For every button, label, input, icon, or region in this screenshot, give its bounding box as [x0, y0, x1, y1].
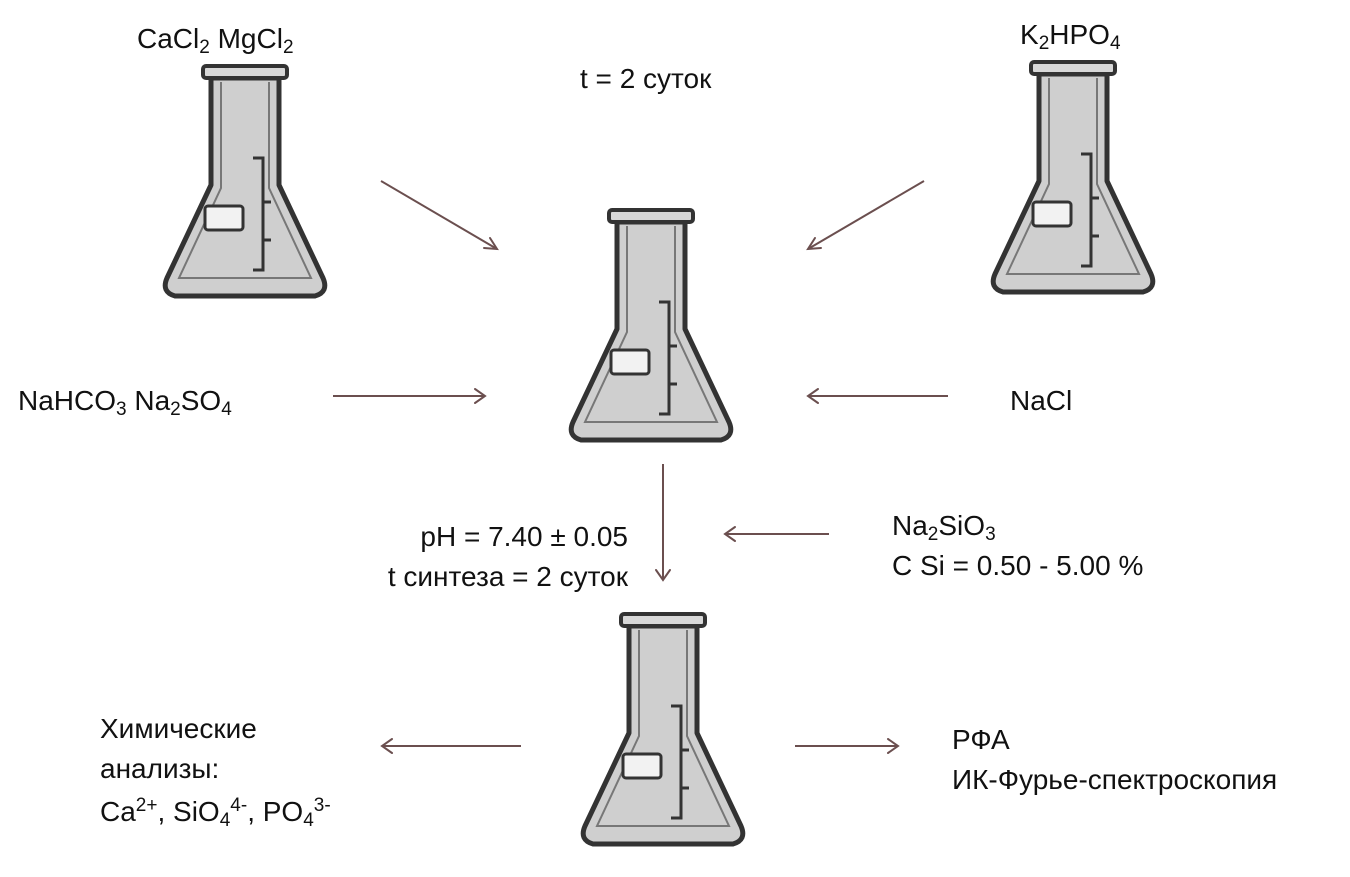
arrow-top-left-to-center [380, 180, 499, 251]
xrd-method: РФА [952, 724, 1010, 755]
reagent-k2hpo4: K2HPO4 [1020, 19, 1121, 54]
arrow-to-instrumental-analysis [795, 738, 900, 754]
arrow-to-chemical-analysis [380, 738, 521, 754]
chemical-analysis-subtitle: анализы: [100, 753, 220, 784]
synthesis-time: t синтеза = 2 суток [387, 561, 628, 592]
flask-bottom [583, 614, 743, 844]
ph-condition: pH = 7.40 ± 0.05 [420, 521, 628, 552]
reagent-na2sio3: Na2SiO3 [892, 510, 996, 545]
ftir-method: ИК-Фурье-спектроскопия [952, 764, 1278, 795]
arrow-silicate-in [723, 526, 829, 542]
arrow-right-to-center [806, 388, 948, 404]
reagent-cacl2-mgcl2: CaCl2 MgCl2 [137, 23, 294, 58]
time-label-top: t = 2 суток [580, 63, 712, 94]
flask-center [571, 210, 731, 440]
flask-top-right [993, 62, 1153, 292]
reagent-nacl: NaCl [1010, 385, 1073, 416]
silicon-concentration: C Si = 0.50 - 5.00 % [892, 550, 1144, 581]
arrow-top-right-to-center [806, 180, 925, 251]
chemical-analysis-ions: Ca2+, SiO44-, PO43- [100, 795, 331, 831]
arrow-left-to-center [333, 388, 487, 404]
arrow-center-to-bottom [655, 464, 671, 582]
chemical-analysis-title: Химические [100, 713, 257, 744]
flask-top-left [165, 66, 325, 296]
reagent-nahco3-na2so4: NaHCO3 Na2SO4 [18, 385, 232, 420]
